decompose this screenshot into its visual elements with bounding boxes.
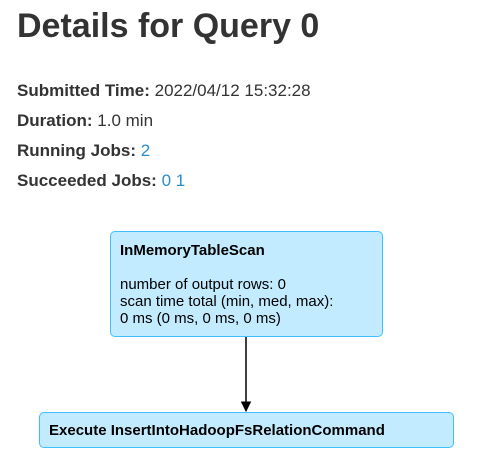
submitted-time-label: Submitted Time: <box>17 81 150 100</box>
succeeded-job-link[interactable]: 0 <box>161 171 172 190</box>
succeeded-jobs-label: Succeeded Jobs: <box>17 171 157 190</box>
succeeded-job-link[interactable]: 1 <box>175 171 186 190</box>
duration-label: Duration: <box>17 111 93 130</box>
plan-node-title: Execute InsertIntoHadoopFsRelationComman… <box>49 422 385 439</box>
running-jobs-row: Running Jobs: 2 <box>17 136 311 166</box>
plan-node-title: InMemoryTableScan <box>120 242 265 259</box>
duration-value: 1.0 min <box>97 111 154 130</box>
running-jobs-label: Running Jobs: <box>17 141 136 160</box>
plan-node-in-memory-table-scan[interactable]: InMemoryTableScan number of output rows:… <box>110 231 383 337</box>
metric-line: number of output rows: 0 <box>120 276 286 293</box>
page-title: Details for Query 0 <box>17 7 320 45</box>
metric-line: scan time total (min, med, max): <box>120 293 334 310</box>
metric-line: 0 ms (0 ms, 0 ms, 0 ms) <box>120 310 281 327</box>
submitted-time-row: Submitted Time: 2022/04/12 15:32:28 <box>17 76 311 106</box>
duration-row: Duration: 1.0 min <box>17 106 311 136</box>
plan-node-metrics: number of output rows: 0 scan time total… <box>120 276 373 327</box>
query-summary: Submitted Time: 2022/04/12 15:32:28 Dura… <box>17 76 311 196</box>
plan-node-execute-insert[interactable]: Execute InsertIntoHadoopFsRelationComman… <box>39 412 454 448</box>
submitted-time-value: 2022/04/12 15:32:28 <box>154 81 311 100</box>
succeeded-jobs-row: Succeeded Jobs: 0 1 <box>17 166 311 196</box>
running-job-link[interactable]: 2 <box>140 141 151 160</box>
